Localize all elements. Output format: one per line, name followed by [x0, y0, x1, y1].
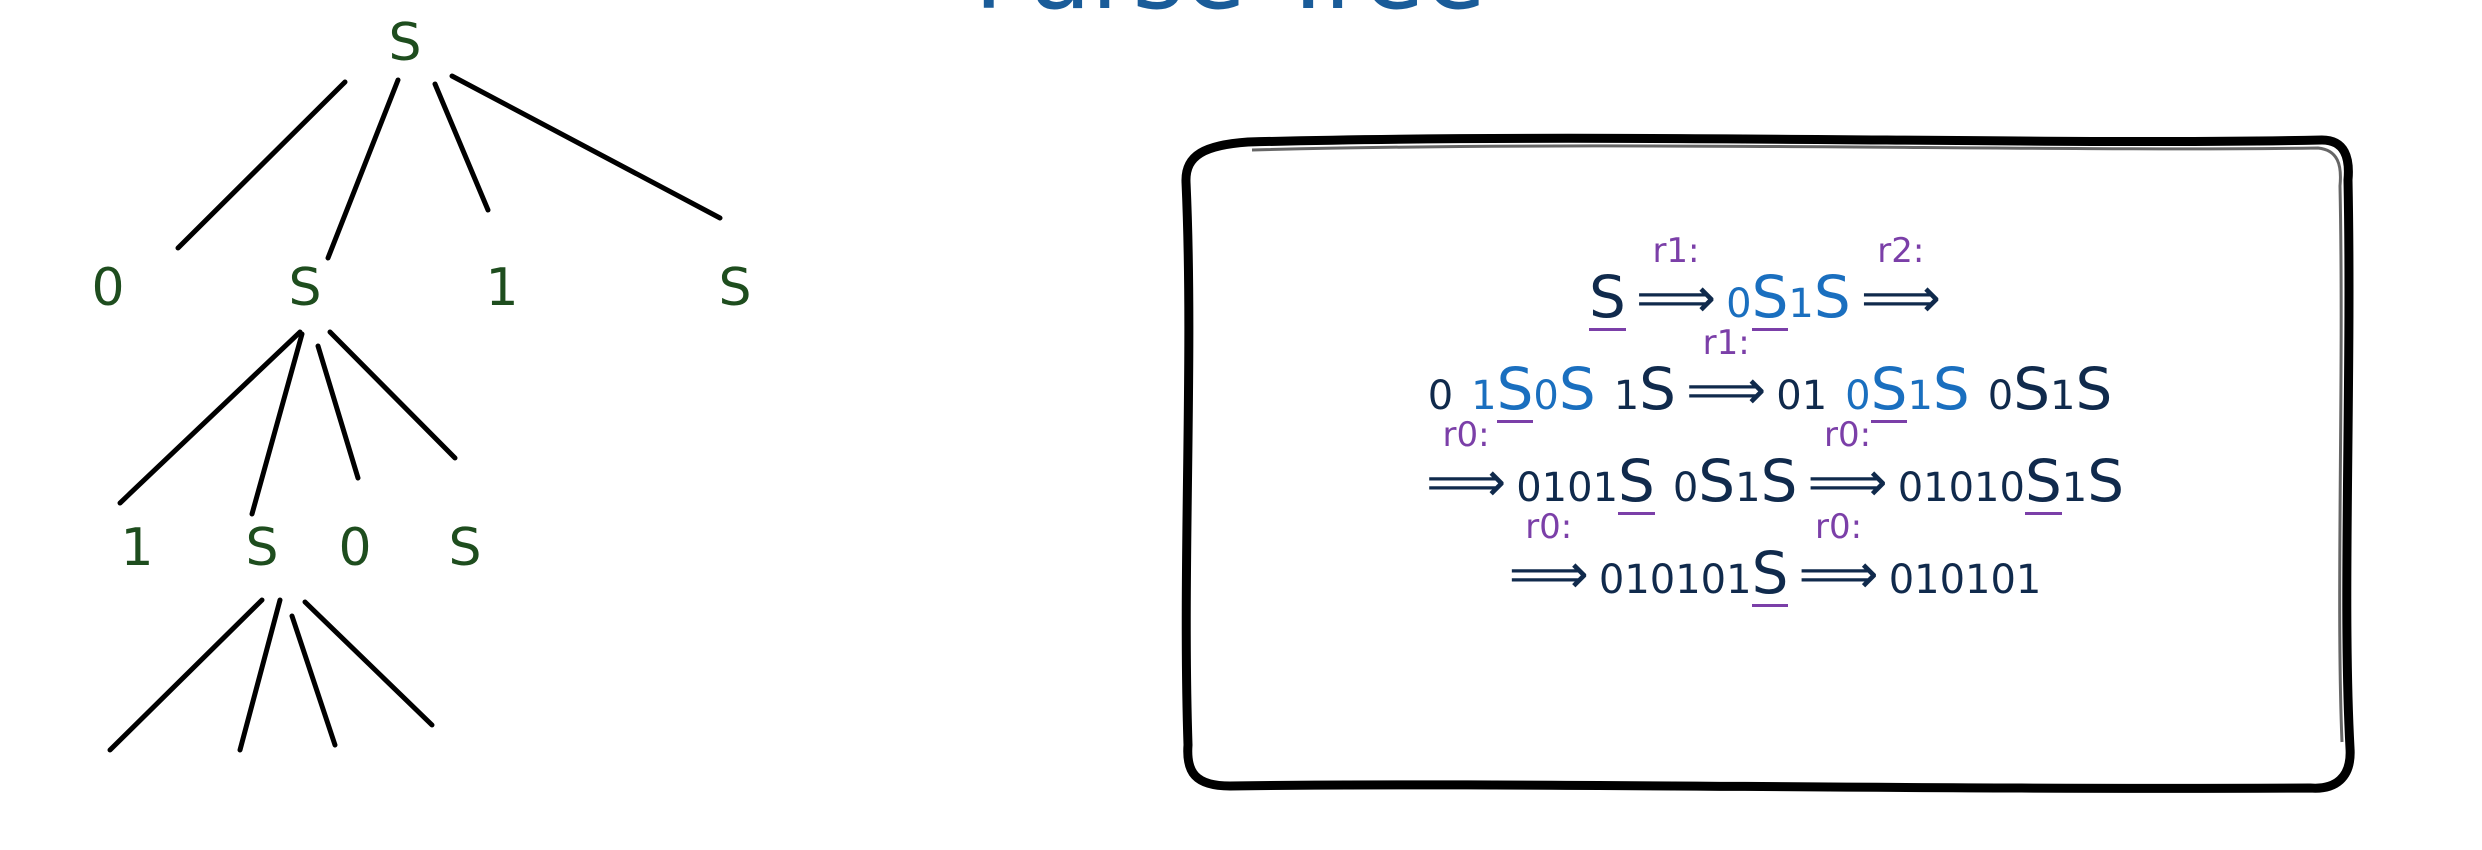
derivation-symbol: 1 [1907, 373, 1933, 419]
expanded-symbol: S [1751, 263, 1789, 331]
derivation-step: r1:⟹ [1686, 326, 1766, 419]
derivation-step: r2:⟹ [1861, 234, 1941, 327]
derivation-symbol: S [1698, 447, 1736, 515]
tree-node: 0 [91, 258, 124, 318]
expanded-symbol: S [1618, 447, 1655, 515]
derivation-symbol: S [2013, 355, 2051, 423]
derives-arrow-icon: ⟹ [1798, 542, 1879, 607]
derivation-symbol: 0 [1845, 373, 1871, 419]
tree-edge [302, 599, 435, 728]
derivation-step: r0:⟹ [1426, 418, 1506, 511]
derivation-box-border-stroke [1251, 144, 2344, 743]
derives-arrow-icon: ⟹ [1860, 266, 1941, 331]
derivation-symbol: 01010 [1897, 465, 2025, 511]
expanded-symbol: S [1496, 355, 1534, 423]
rule-label: r1: [1652, 231, 1700, 271]
derivation-symbol: 0 [1533, 373, 1559, 419]
derivation-symbol: S [2087, 447, 2125, 515]
derivation-symbol: 0 [1672, 465, 1699, 511]
tree-edge [249, 331, 305, 517]
derivation-symbol: S [2075, 355, 2113, 423]
derivation-symbol: 1 [1788, 281, 1814, 327]
expanded-symbol: S [1589, 263, 1626, 331]
derivation-symbol: S [1760, 447, 1798, 515]
derivation-symbol: 1 [2061, 465, 2088, 511]
derivation-symbol: 01 [1776, 373, 1828, 419]
tree-edge [107, 597, 265, 753]
derivation-symbol: 1 [1735, 465, 1761, 511]
derivation-step: r1:⟹ [1636, 234, 1716, 327]
tree-node: S [448, 518, 481, 578]
expanded-symbol: S [1751, 539, 1789, 607]
derivation-symbol: 0 [1987, 373, 2014, 419]
tree-node: 1 [120, 518, 153, 578]
rule-label: r1: [1702, 323, 1750, 363]
tree-node-root: S [388, 13, 421, 73]
rule-label: r0: [1442, 415, 1490, 455]
tree-edge [315, 343, 361, 481]
tree-node: 0 [338, 518, 371, 578]
derivation-symbol: S [1813, 263, 1851, 331]
derivation-step: r0:⟹ [1798, 510, 1878, 603]
derives-arrow-icon: ⟹ [1635, 266, 1717, 331]
expanded-symbol: S [2024, 447, 2062, 515]
tree-node: S [245, 518, 278, 578]
derivation-symbol: 010101 [1888, 557, 2042, 603]
derivation-symbol: 1 [1613, 373, 1640, 419]
rule-label: r2: [1877, 231, 1925, 271]
tree-node: S [288, 258, 321, 318]
title-area: Parse Tree [974, 0, 1486, 32]
rule-label: r0: [1815, 507, 1863, 547]
derives-arrow-icon: ⟹ [1508, 542, 1589, 607]
derivation-symbol: 1 [2050, 373, 2076, 419]
derives-arrow-icon: ⟹ [1807, 450, 1888, 515]
derivation-symbol: 0101 [1516, 465, 1619, 511]
tree-edge [175, 79, 348, 251]
tree-edge [237, 597, 283, 753]
rule-label: r0: [1525, 507, 1573, 547]
derivation-symbol: 1 [1471, 373, 1497, 419]
tree-edge [117, 329, 303, 506]
derivation-symbol: 010101 [1598, 557, 1752, 603]
derives-arrow-icon: ⟹ [1425, 450, 1507, 515]
slide-title: Parse Tree [974, 0, 1486, 32]
derives-arrow-icon: ⟹ [1685, 358, 1767, 423]
derivation-symbol: S [1558, 355, 1596, 423]
tree-edge [325, 77, 401, 261]
derivation-symbol: 0 [1726, 281, 1752, 327]
derivation-symbol: S [1639, 355, 1676, 423]
tree-edge [289, 613, 338, 748]
tree-node: S [718, 258, 751, 318]
tree-edge [449, 73, 723, 221]
derivation-symbol: 0 [1427, 373, 1454, 419]
expanded-symbol: S [1870, 355, 1908, 423]
derivation-step: r0:⟹ [1807, 418, 1887, 511]
tree-edge [327, 329, 458, 461]
tree-node: 1 [485, 258, 518, 318]
derivation-step: r0:⟹ [1509, 510, 1589, 603]
derivation-symbol: S [1932, 355, 1970, 423]
parse-tree: S 0 S 1 S 1 S 0 S [91, 13, 752, 753]
tree-edge [432, 81, 491, 213]
rule-label: r0: [1824, 415, 1872, 455]
